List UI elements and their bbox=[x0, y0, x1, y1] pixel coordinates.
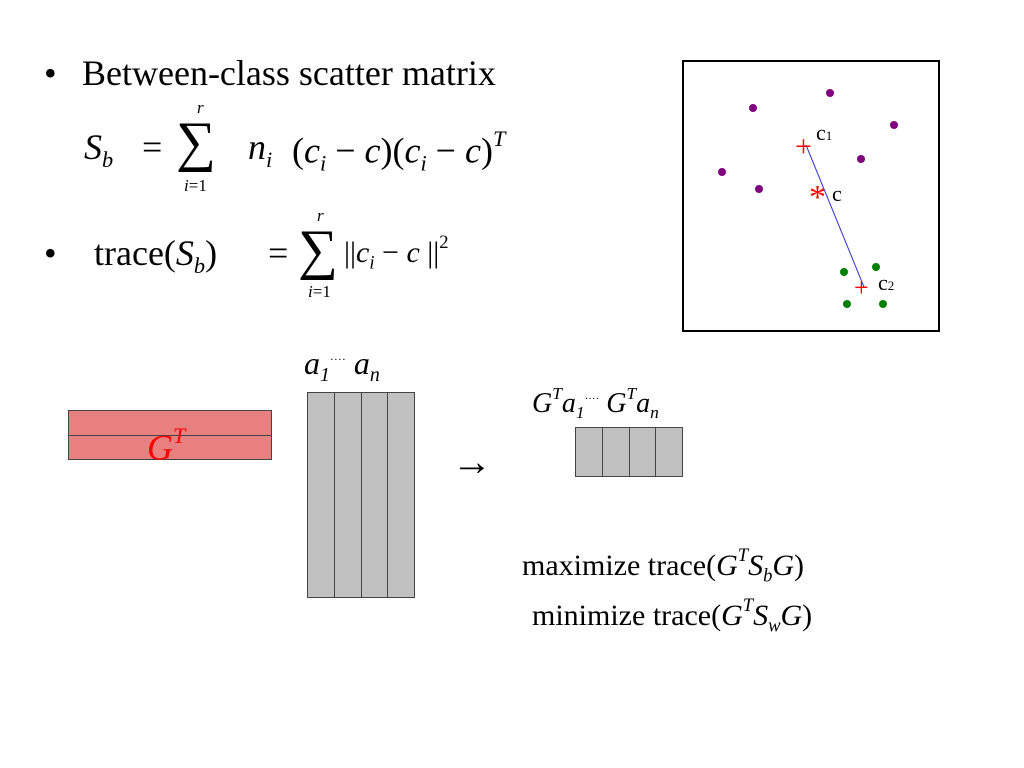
class1-point bbox=[826, 89, 834, 97]
class1-point bbox=[718, 168, 726, 176]
sum-upper-limit: r bbox=[317, 206, 324, 225]
matrix-a-column bbox=[308, 393, 335, 597]
centroid-c1-label: c1 bbox=[816, 120, 832, 145]
centroid-c1-marker: + bbox=[795, 130, 812, 163]
centroid-c-marker: * bbox=[809, 179, 826, 216]
matrix-a-column bbox=[388, 393, 414, 597]
bullet-text: Between-class scatter matrix bbox=[82, 53, 496, 93]
eq-equals: = bbox=[268, 233, 289, 273]
sum-symbol: ∑ bbox=[298, 219, 338, 281]
class2-point bbox=[879, 300, 887, 308]
matrix-gt-label: GT bbox=[147, 423, 186, 468]
matrix-result-column bbox=[603, 428, 630, 476]
matrix-result-column bbox=[576, 428, 603, 476]
result-labels: GTa1···· GTan bbox=[532, 384, 659, 423]
bullet-symbol: • bbox=[44, 233, 57, 273]
objective-minimize: minimize trace(GTSwG) bbox=[532, 595, 813, 637]
class2-point bbox=[843, 300, 851, 308]
matrix-a-labels: a1···· an bbox=[304, 345, 380, 386]
class1-point bbox=[890, 121, 898, 129]
scatter-plot: + c1 * c + c2 bbox=[682, 60, 940, 332]
sum-lower-limit: i=1 bbox=[308, 282, 331, 301]
scatter-border bbox=[682, 60, 940, 332]
bullet-between-class: • Between-class scatter matrix bbox=[44, 52, 496, 94]
eq-norm: ||ci − c ||2 bbox=[344, 232, 449, 274]
sum-lower-limit: i=1 bbox=[184, 176, 207, 195]
centroid-c2-marker: + bbox=[854, 273, 869, 302]
matrix-result-column bbox=[630, 428, 657, 476]
centroid-c2-label: c2 bbox=[878, 270, 894, 295]
sum-upper-limit: r bbox=[197, 98, 204, 117]
matrix-result bbox=[575, 427, 683, 477]
eq-term: ni bbox=[248, 127, 273, 172]
matrix-a-column bbox=[362, 393, 389, 597]
eq-lhs: Sb bbox=[84, 127, 114, 172]
class2-point bbox=[840, 268, 848, 276]
objective-maximize: maximize trace(GTSbG) bbox=[522, 545, 805, 587]
centroid-line bbox=[805, 144, 865, 288]
matrix-gt-divider bbox=[69, 435, 271, 436]
equation-trace: = r ∑ i=1 ||ci − c ||2 bbox=[268, 206, 508, 306]
eq-equals: = bbox=[142, 127, 163, 167]
arrow: → bbox=[452, 439, 492, 484]
bullet-trace: •trace(Sb) bbox=[44, 233, 218, 278]
class1-point bbox=[755, 185, 763, 193]
equation-sb: Sb = r ∑ i=1 ni (ci − c)(ci − c)T bbox=[84, 98, 604, 208]
class2-point bbox=[872, 263, 880, 271]
class1-point bbox=[857, 155, 865, 163]
matrix-a-column bbox=[335, 393, 362, 597]
eq-body: (ci − c)(ci − c)T bbox=[292, 126, 506, 176]
sum-symbol: ∑ bbox=[176, 111, 216, 173]
matrix-gt: GT bbox=[68, 410, 272, 468]
matrix-a bbox=[307, 392, 415, 598]
matrix-result-column bbox=[656, 428, 682, 476]
centroid-c-label: c bbox=[832, 181, 842, 206]
class1-point bbox=[749, 104, 757, 112]
bullet-symbol: • bbox=[44, 53, 57, 93]
